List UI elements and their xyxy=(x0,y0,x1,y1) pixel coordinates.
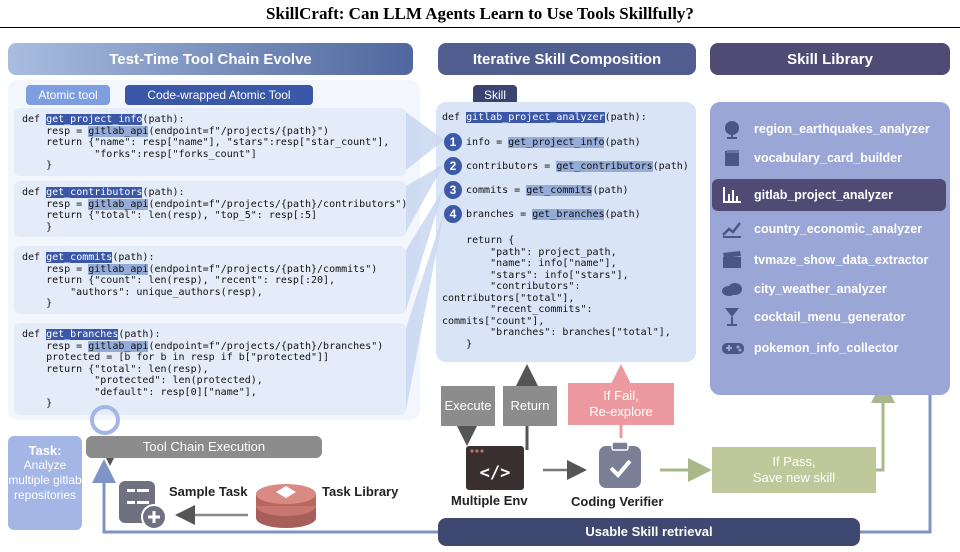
code-block-project-info: def get_project_info(path): resp = gitla… xyxy=(14,108,406,176)
step-line: info = get_project_info(path) xyxy=(466,137,641,148)
step-number: 1 xyxy=(444,133,462,151)
header-test-time: Test-Time Tool Chain Evolve xyxy=(8,43,413,75)
skill-item[interactable]: gitlab_project_analyzer xyxy=(720,185,893,205)
bar-chart-icon xyxy=(720,185,744,205)
code-block-commits: def get_commits(path): resp = gitlab_api… xyxy=(14,246,406,314)
task-heading: Task: xyxy=(28,443,62,458)
task-library-icon xyxy=(252,474,320,537)
task-library-label: Task Library xyxy=(322,484,399,499)
code-block-contributors: def get_contributors(path): resp = gitla… xyxy=(14,181,407,237)
skill-item[interactable]: region_earthquakes_analyzer xyxy=(720,119,930,139)
step-number: 4 xyxy=(444,205,462,223)
trend-chart-icon xyxy=(720,219,744,239)
tool-chain-execution-bar: Tool Chain Execution xyxy=(86,436,322,458)
code-env-icon: </> xyxy=(466,446,524,490)
gamepad-icon xyxy=(720,338,744,358)
return-box: Return xyxy=(503,386,557,426)
step-number: 2 xyxy=(444,157,462,175)
skill-item[interactable]: tvmaze_show_data_extractor xyxy=(720,250,928,270)
skill-def-line: def gitlab_project_analyzer(path): xyxy=(442,112,647,123)
sample-task-icon xyxy=(117,479,169,536)
title-rule xyxy=(0,27,960,28)
clapperboard-icon xyxy=(720,250,744,270)
svg-text:</>: </> xyxy=(480,463,511,483)
code-def-line: def get_project_info(path): xyxy=(22,114,185,125)
skill-retrieval-bar: Usable Skill retrieval xyxy=(438,518,860,546)
skill-item[interactable]: cocktail_menu_generator xyxy=(720,307,905,327)
skill-tag: Skill xyxy=(473,85,517,105)
if-pass-box: If Pass, Save new skill xyxy=(712,447,876,493)
skill-highlight xyxy=(712,179,946,211)
skill-library-panel xyxy=(710,102,950,395)
verifier-icon xyxy=(596,441,646,496)
cocktail-icon xyxy=(720,307,744,327)
step-line: commits = get_commits(path) xyxy=(466,185,629,196)
if-fail-box: If Fail, Re-explore xyxy=(568,383,674,425)
coding-verifier-label: Coding Verifier xyxy=(571,494,664,509)
skill-return-block: return { "path": project_path, "name": i… xyxy=(442,235,671,350)
execute-box: Execute xyxy=(441,386,495,426)
skill-item[interactable]: vocabulary_card_builder xyxy=(720,148,902,168)
header-iterative: Iterative Skill Composition xyxy=(438,43,696,75)
code-block-branches: def get_branches(path): resp = gitlab_ap… xyxy=(14,323,406,415)
multiple-env-label: Multiple Env xyxy=(451,493,528,508)
book-icon xyxy=(720,148,744,168)
task-body: Analyze multiple gitlab repositories xyxy=(8,458,82,502)
task-box: Task: Analyze multiple gitlab repositori… xyxy=(8,436,82,530)
skill-item[interactable]: city_weather_analyzer xyxy=(720,279,887,299)
globe-icon xyxy=(720,119,744,139)
wrapped-tool-tag: Code-wrapped Atomic Tool xyxy=(125,85,313,105)
skill-item[interactable]: pokemon_info_collector xyxy=(720,338,898,358)
skill-item[interactable]: country_economic_analyzer xyxy=(720,219,922,239)
step-number: 3 xyxy=(444,181,462,199)
cloud-icon xyxy=(720,279,744,299)
sample-task-label: Sample Task xyxy=(169,484,248,499)
atomic-tool-tag: Atomic tool xyxy=(26,85,110,105)
header-skill-library: Skill Library xyxy=(710,43,950,75)
page-title: SkillCraft: Can LLM Agents Learn to Use … xyxy=(266,4,694,23)
step-line: branches = get_branches(path) xyxy=(466,209,641,220)
step-line: contributors = get_contributors(path) xyxy=(466,161,689,172)
